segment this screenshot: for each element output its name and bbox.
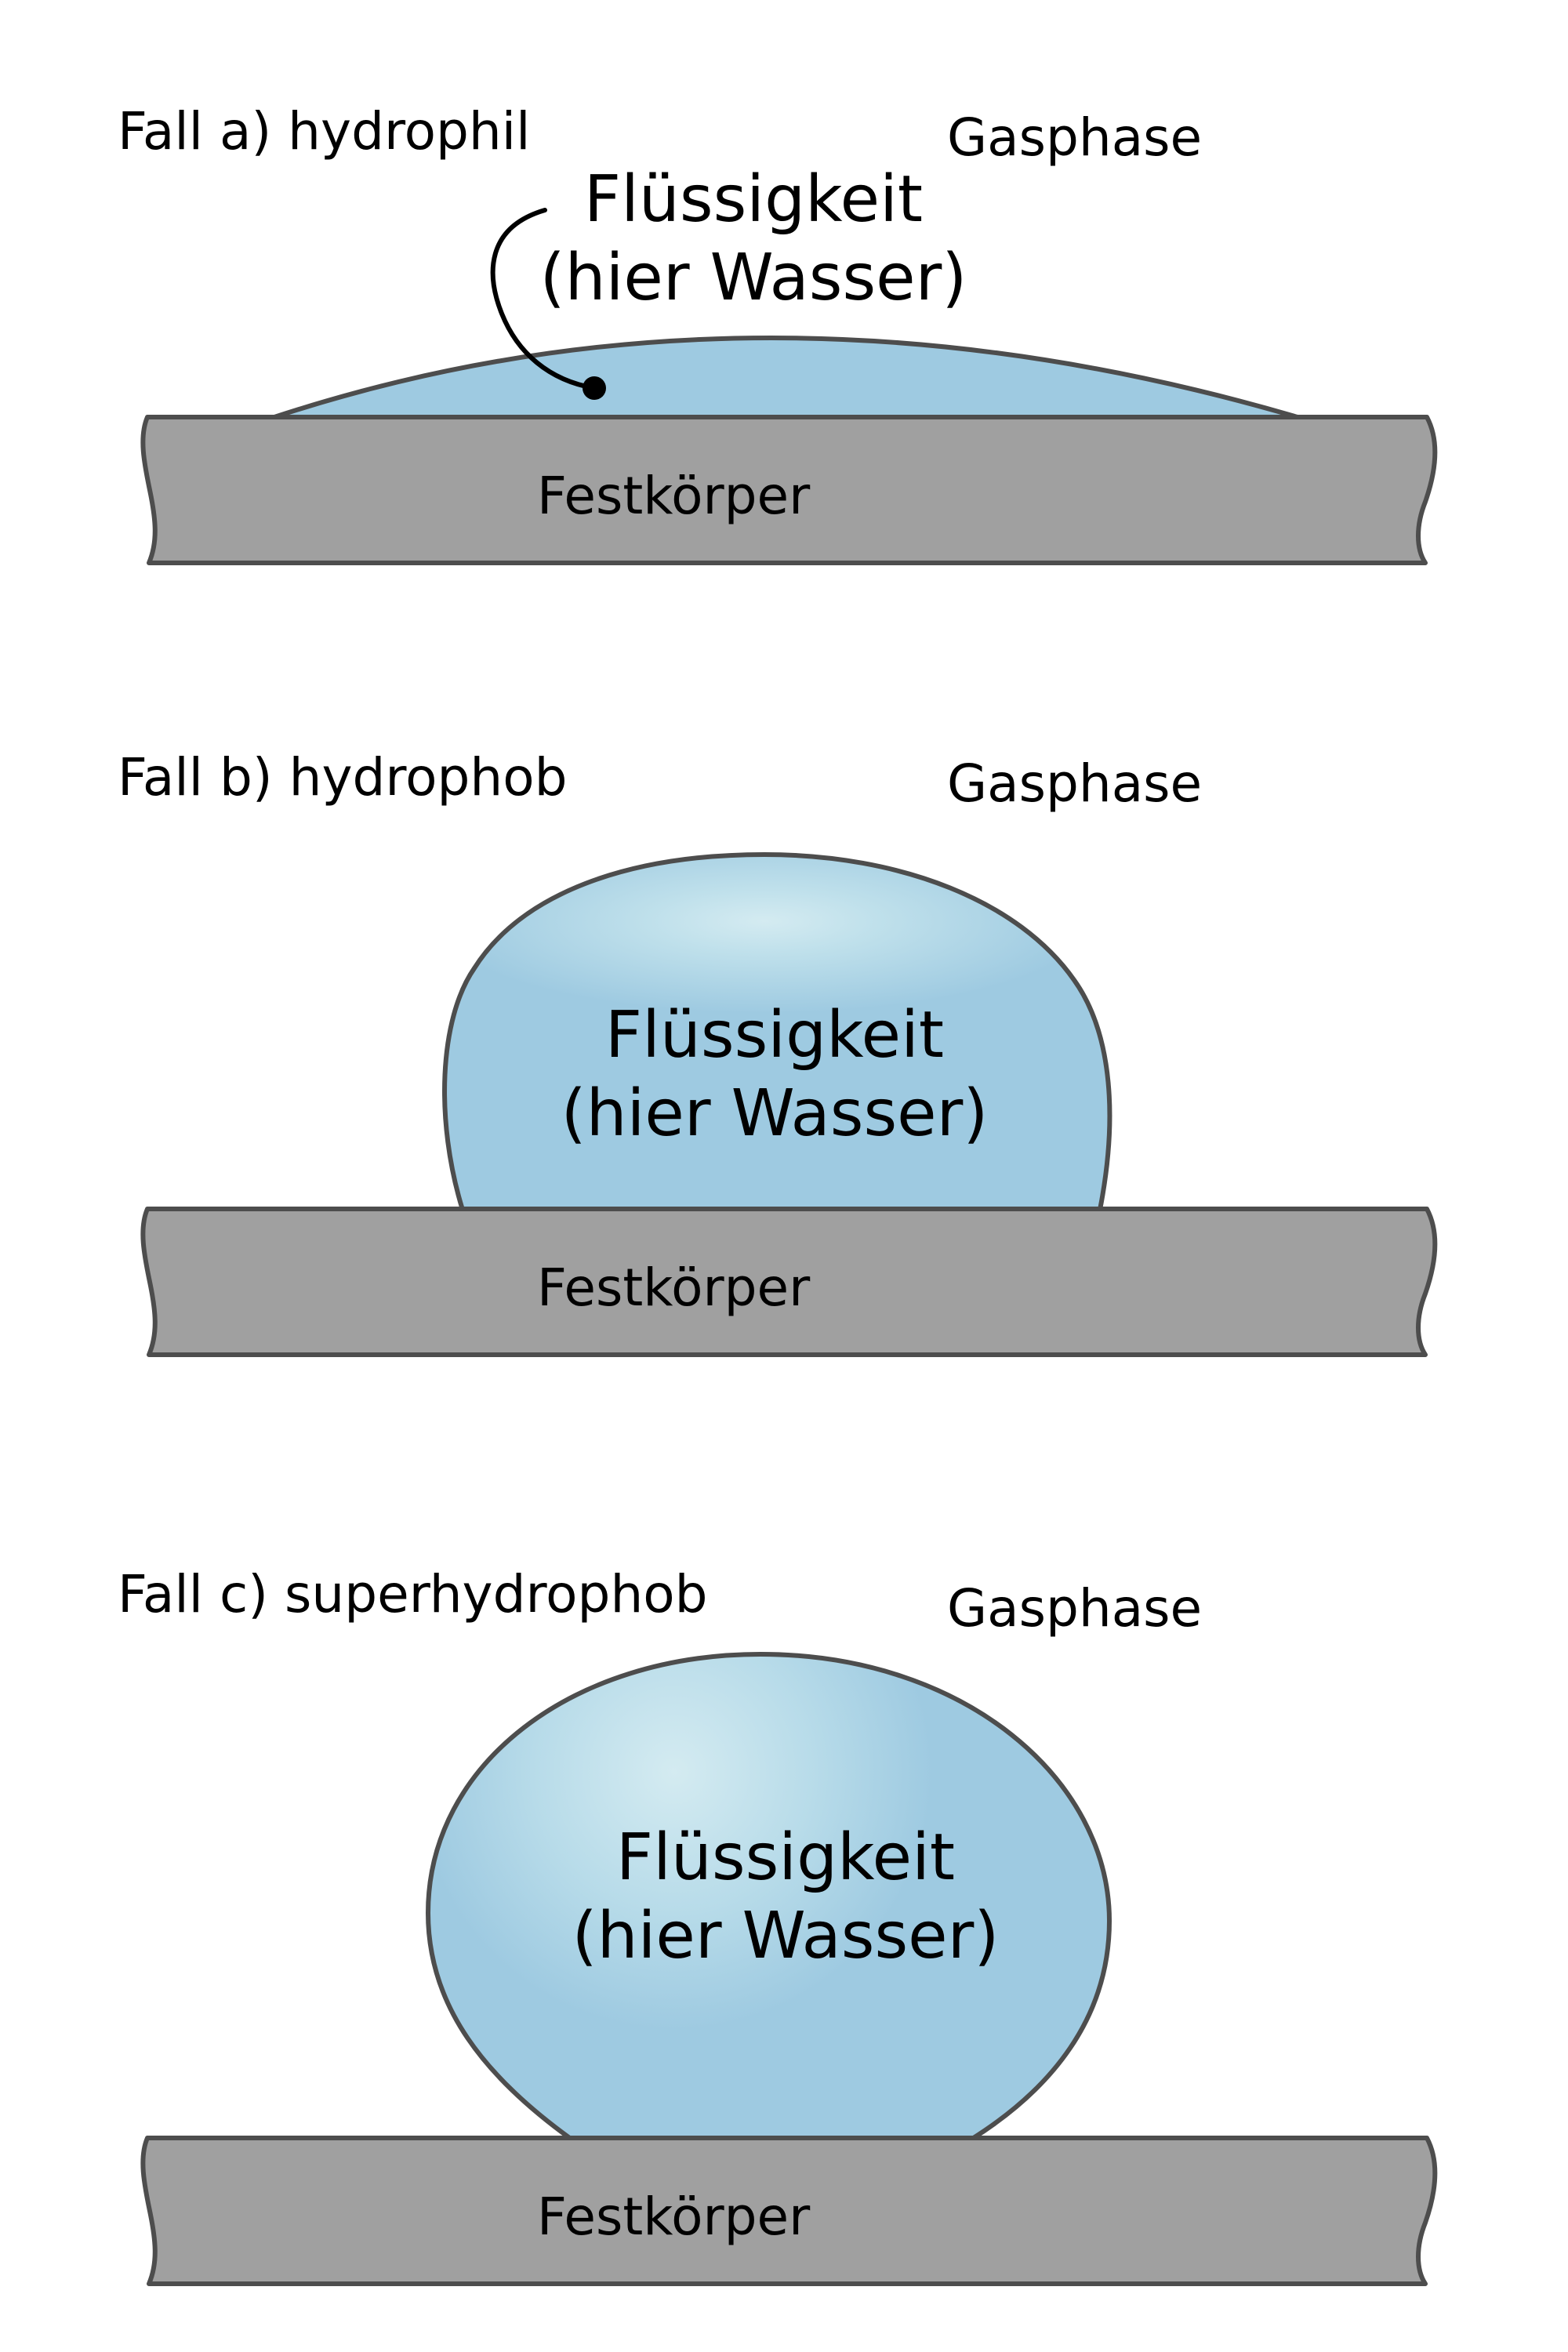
liquid-film bbox=[274, 336, 1298, 419]
gas-phase-label: Gasphase bbox=[947, 107, 1202, 168]
case-label: Fall a) hydrophil bbox=[118, 101, 530, 162]
case-c: Fall c) superhydrophob Gasphase Festkörp… bbox=[118, 1564, 1438, 2286]
case-label: Fall c) superhydrophob bbox=[118, 1564, 708, 1624]
case-a: Fall a) hydrophil Gasphase Festkörper Fl… bbox=[118, 101, 1438, 565]
liquid-label-line-2: (hier Wasser) bbox=[540, 241, 967, 315]
solid-label: Festkörper bbox=[537, 2187, 811, 2247]
solid-substrate bbox=[140, 2136, 1438, 2286]
case-b: Fall b) hydrophob Gasphase Festkörper Fl… bbox=[118, 747, 1438, 1357]
solid-substrate bbox=[140, 1207, 1438, 1357]
liquid-droplet bbox=[442, 851, 1112, 1212]
solid-label: Festkörper bbox=[537, 466, 811, 526]
gas-phase-label: Gasphase bbox=[947, 1578, 1202, 1639]
solid-label: Festkörper bbox=[537, 1258, 811, 1318]
liquid-label-line-2: (hier Wasser) bbox=[572, 1899, 1000, 1973]
leader-dot bbox=[583, 376, 606, 400]
leader-line bbox=[490, 208, 597, 390]
liquid-droplet bbox=[425, 1651, 1112, 2141]
liquid-label-line-1: Flüssigkeit bbox=[584, 162, 923, 237]
case-label: Fall b) hydrophob bbox=[118, 747, 567, 808]
liquid-label-line-1: Flüssigkeit bbox=[605, 998, 944, 1073]
solid-substrate bbox=[140, 415, 1438, 565]
liquid-label-line-1: Flüssigkeit bbox=[616, 1820, 955, 1895]
gas-phase-label: Gasphase bbox=[947, 753, 1202, 814]
liquid-label-line-2: (hier Wasser) bbox=[561, 1076, 989, 1151]
